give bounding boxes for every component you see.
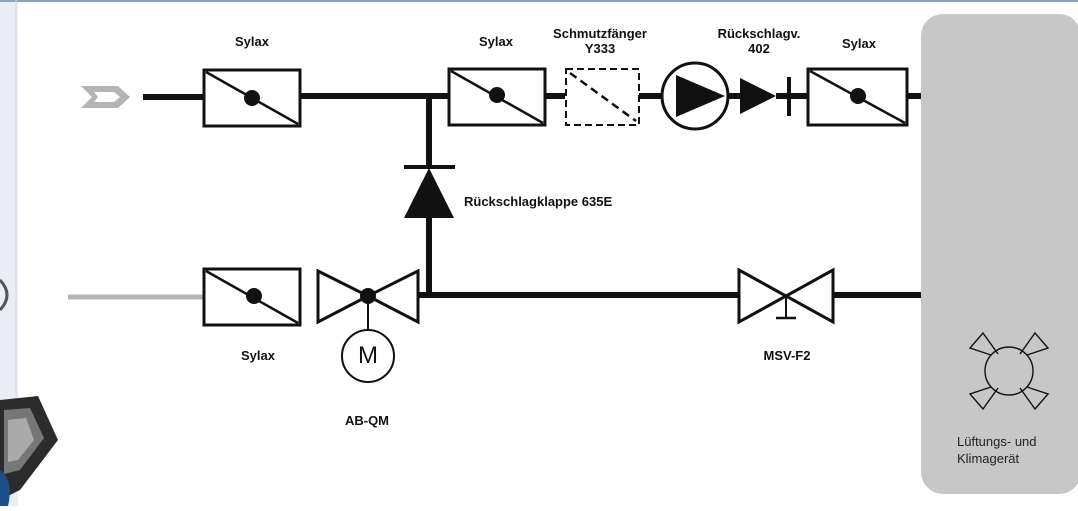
label-schmutzfaenger-model: Y333 [584, 41, 616, 56]
label-sylax-1: Sylax [235, 34, 269, 49]
fan-icon [968, 331, 1050, 411]
msv-f2-valve [737, 267, 835, 325]
label-rueckschlagv: Rückschlagv. [717, 26, 801, 41]
label-sylax-2: Sylax [479, 34, 513, 49]
label-rueckschlagklappe: Rückschlagklappe 635E [464, 194, 613, 209]
check-flap-635e [404, 165, 455, 218]
sylax-box-4 [202, 267, 302, 327]
label-msv-f2: MSV-F2 [763, 348, 811, 363]
sylax-box-2 [447, 67, 547, 127]
air-handling-unit-box [921, 14, 1078, 494]
label-sylax-4: Sylax [241, 348, 275, 363]
supply-pipes [143, 93, 921, 298]
motor-symbol-label: M [358, 342, 378, 369]
strainer-symbol [565, 68, 640, 126]
unit-label-line2: Klimagerät [957, 451, 1020, 466]
label-ab-qm: AB-QM [344, 413, 390, 428]
sylax-box-3 [806, 67, 909, 127]
label-schmutzfaenger: Schmutzfänger [553, 26, 647, 41]
device-photo-fragment [0, 396, 58, 506]
pump-symbol [660, 61, 730, 131]
sylax-box-1 [202, 68, 302, 128]
inlet-arrow-icon [81, 86, 130, 108]
check-valve-402 [740, 77, 808, 116]
label-rueckschlagv-model: 402 [748, 41, 770, 56]
unit-label-line1: Lüftungs- und [957, 434, 1037, 449]
ab-qm-valve [316, 268, 420, 383]
label-sylax-3: Sylax [842, 36, 876, 51]
